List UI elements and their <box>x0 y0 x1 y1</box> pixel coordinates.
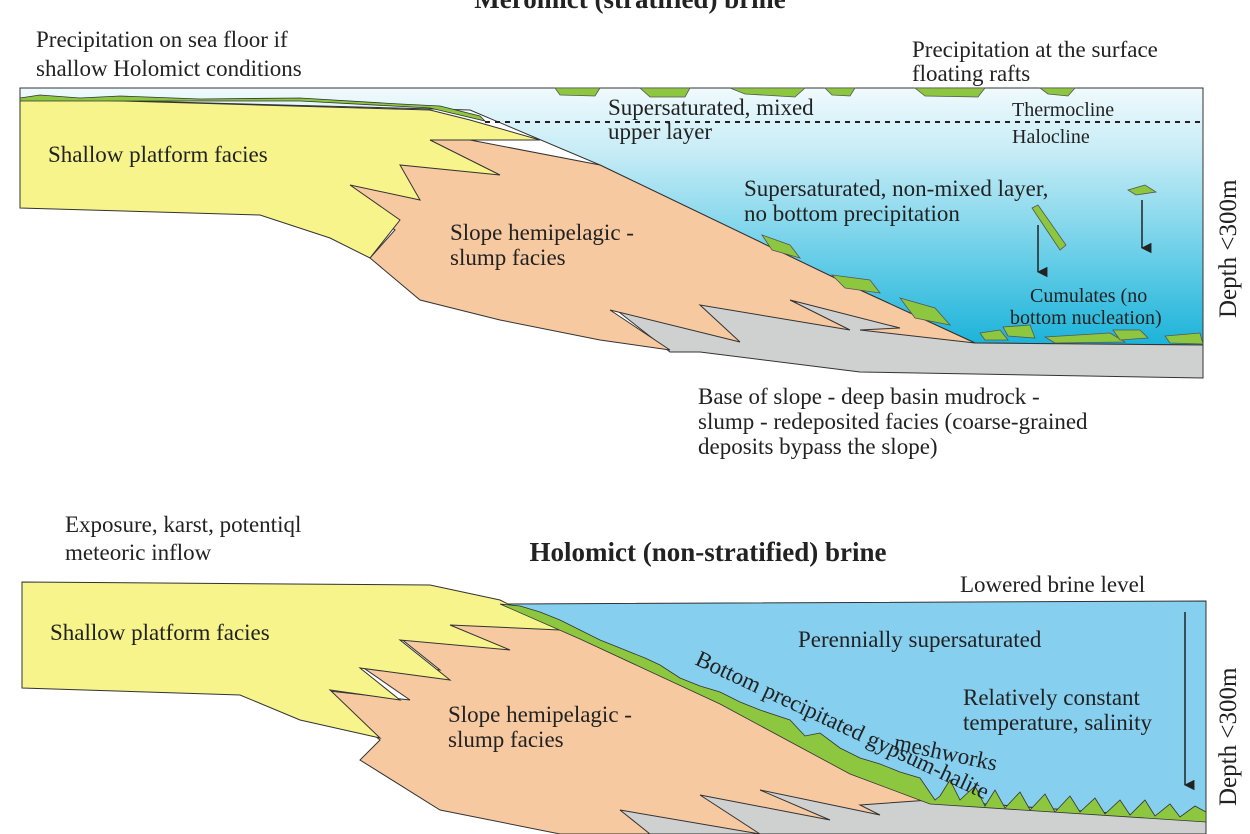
meromict-slope-label: Slope hemipelagic - slump facies <box>450 220 640 270</box>
perennial-label: Perennially supersaturated <box>798 627 1042 652</box>
thermocline-label: Thermocline <box>1012 99 1114 121</box>
halocline-label: Halocline <box>1012 126 1090 148</box>
precip-surface-label: Precipitation at the surface floating ra… <box>912 37 1164 86</box>
precip-sea-floor-label: Precipitation on sea floor if shallow Ho… <box>36 27 302 81</box>
meromict-platform-label: Shallow platform facies <box>48 142 268 167</box>
holomict-bottom-precipitates <box>499 603 1207 823</box>
lowered-level-label: Lowered brine level <box>960 572 1145 597</box>
cumulate-crystals <box>760 184 1204 345</box>
holomict-title: Holomict (non-stratified) brine <box>530 537 887 567</box>
mixed-layer-label: Supersaturated, mixed upper layer <box>608 95 819 144</box>
meromict-panel: Meromict (stratified) brine Precipitatio… <box>19 0 1242 459</box>
nonmixed-layer-label: Supersaturated, non-mixed layer, no bott… <box>744 176 1054 226</box>
holomict-platform-label: Shallow platform facies <box>50 620 270 645</box>
holomict-panel: Holomict (non-stratified) brine Exposure… <box>21 512 1242 834</box>
holomict-depth-label: Depth <300m <box>1215 667 1242 806</box>
meromict-title: Meromict (stratified) brine <box>474 0 785 14</box>
exposure-label: Exposure, karst, potentiql meteoric infl… <box>65 512 307 565</box>
holomict-slope-label: Slope hemipelagic - slump facies <box>448 702 638 752</box>
cumulates-label: Cumulates (no bottom nucleation) <box>1010 285 1162 329</box>
meromict-depth-label: Depth <300m <box>1215 179 1242 318</box>
constant-conditions-label: Relatively constant temperature, salinit… <box>963 685 1153 735</box>
meromict-platform-facies <box>19 97 541 259</box>
base-of-slope-label: Base of slope - deep basin mudrock - slu… <box>698 384 1093 459</box>
meromict-platform-crust <box>19 94 487 122</box>
floating-rafts <box>554 87 1076 98</box>
